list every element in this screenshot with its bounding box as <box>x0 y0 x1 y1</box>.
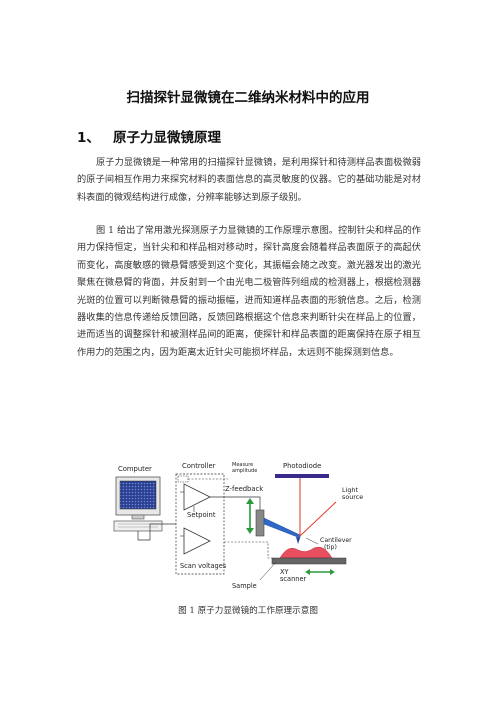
xy-scanner-block <box>271 557 347 565</box>
controller-box <box>175 473 225 575</box>
measure-box <box>177 475 189 483</box>
label-z-feedback: Z-feedback <box>225 485 263 493</box>
label-controller: Controller <box>182 462 216 470</box>
computer-cable <box>137 523 176 541</box>
laser-beam <box>299 478 337 538</box>
computer-keyboard-icon <box>113 520 163 532</box>
z-amplifier-icon <box>183 483 211 511</box>
xy-motion-arrow-icon <box>305 569 335 575</box>
sample-icon <box>279 546 333 559</box>
section-heading: 1、原子力显微镜原理 <box>77 126 221 146</box>
label-cantilever: Cantilever <box>320 537 352 544</box>
section-number: 1、 <box>77 130 100 146</box>
piezo-block <box>255 509 265 537</box>
label-scan-voltages: Scan voltages <box>180 562 227 570</box>
label-sample: Sample <box>232 582 257 590</box>
label-photodiode: Photodiode <box>283 462 321 470</box>
label-scanner: scanner <box>280 575 307 583</box>
computer-monitor-icon <box>115 476 161 520</box>
label-tip: (tip) <box>324 544 337 551</box>
afm-schematic-figure: Computer Controller Measure amplitude Se… <box>113 462 363 590</box>
figure-caption: 图 1 原子力显微镜的工作原理示意图 <box>178 606 318 616</box>
label-source: source <box>342 493 363 501</box>
label-measure: Measure <box>232 462 253 468</box>
section-title: 原子力显微镜原理 <box>113 130 221 146</box>
z-feedback-wire <box>210 496 262 519</box>
scan-voltage-wire <box>224 541 272 559</box>
label-computer: Computer <box>118 465 152 473</box>
label-xy: XY <box>280 568 290 576</box>
z-motion-arrow-icon <box>246 498 254 534</box>
label-light: Light <box>342 486 358 494</box>
photodiode-icon <box>275 474 329 478</box>
tip-icon <box>296 537 300 544</box>
paragraph-intro: 原子力显微镜是一种常用的扫描探针显微镜，是利用探针和待测样品表面极微弱的原子间相… <box>77 157 421 203</box>
label-setpoint: Setpoint <box>187 511 216 519</box>
paragraph-principle: 图 1 给出了常用激光探测原子力显微镜的工作原理示意图。控制针尖和样品的作用力保… <box>77 225 421 358</box>
label-amplitude: amplitude <box>232 468 257 474</box>
document-title: 扫描探针显微镜在二维纳米材料中的应用 <box>126 90 370 106</box>
scan-amplifier-icon <box>183 527 211 555</box>
cantilever-icon <box>263 517 301 539</box>
